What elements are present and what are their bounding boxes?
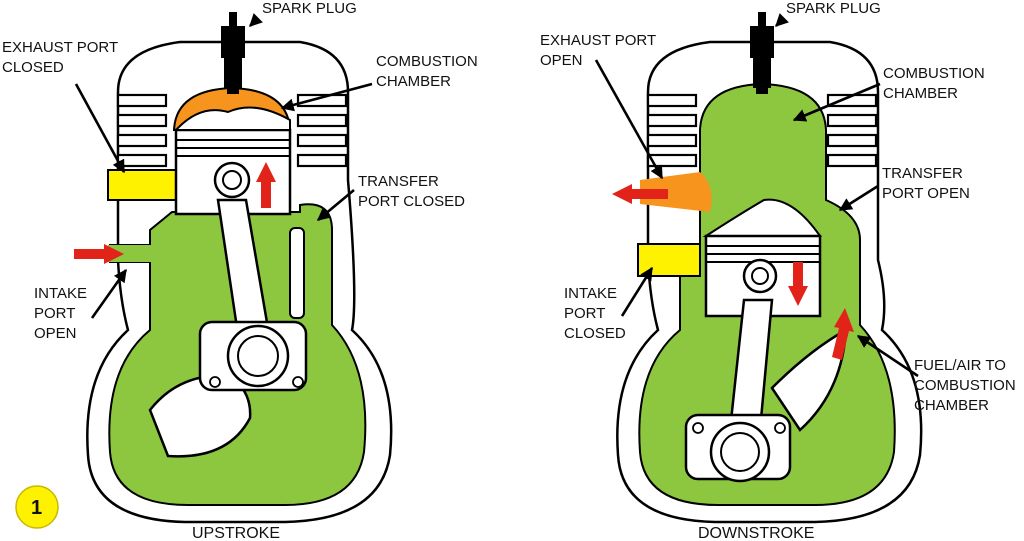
exhaust-port-label-line1: EXHAUST PORT [2, 39, 118, 56]
combustion-chamber-label-line2: CHAMBER [883, 85, 958, 102]
crank-big-end [198, 320, 308, 392]
downstroke-labels: SPARK PLUG EXHAUST PORT OPEN COMBUSTION … [540, 0, 1016, 541]
downstroke-engine [612, 12, 923, 524]
transfer-port-label-line2: PORT CLOSED [358, 193, 465, 210]
piston-direction-up-arrow [256, 162, 276, 208]
exhaust-port [107, 169, 177, 201]
exhaust-port-label-line1: EXHAUST PORT [540, 32, 656, 49]
spark-plug-label: SPARK PLUG [786, 0, 881, 17]
downstroke-caption: DOWNSTROKE [698, 525, 814, 541]
upstroke-labels: SPARK PLUG EXHAUST PORT CLOSED COMBUSTIO… [2, 0, 478, 541]
intake-port [637, 243, 701, 277]
piston-direction-down-arrow [788, 262, 808, 306]
transfer-port-label-line2: PORT OPEN [882, 185, 970, 202]
intake-port-label-line2: PORT [564, 305, 605, 322]
upstroke-engine [74, 12, 393, 524]
exhaust-port-label-line2: CLOSED [2, 59, 64, 76]
crank-big-end [684, 413, 792, 483]
spark-plug-icon [221, 12, 245, 94]
intake-port-label-line3: CLOSED [564, 325, 626, 342]
combustion-chamber-label-line2: CHAMBER [376, 73, 451, 90]
exhaust-flow-arrow [612, 184, 668, 204]
combustion-chamber-label-line1: COMBUSTION [883, 65, 985, 82]
intake-port-label-line1: INTAKE [564, 285, 617, 302]
transfer-port-label-line1: TRANSFER [882, 165, 963, 182]
figure-number-badge: 1 [15, 485, 59, 529]
crank-counterweight [148, 374, 252, 458]
fuel-air-label-line2: COMBUSTION [914, 377, 1016, 394]
intake-flow-arrow [74, 244, 124, 264]
cooling-fins-left [116, 93, 348, 168]
combustion-chamber-label-line1: COMBUSTION [376, 53, 478, 70]
fuel-air-label-line1: FUEL/AIR TO [914, 357, 1006, 374]
figure-number: 1 [31, 497, 42, 519]
exhaust-port-label-line2: OPEN [540, 52, 583, 69]
spark-plug-icon [750, 12, 774, 94]
spark-plug-label: SPARK PLUG [262, 0, 357, 17]
intake-port-label-line2: PORT [34, 305, 75, 322]
piston [173, 106, 292, 216]
fuel-air-flow-arrow [832, 308, 854, 360]
cooling-fins-right [646, 93, 878, 168]
exhaust-port [640, 172, 712, 212]
transfer-port-label-line1: TRANSFER [358, 173, 439, 190]
intake-port-label-line3: OPEN [34, 325, 77, 342]
transfer-passage [289, 227, 305, 319]
leader-lines [74, 13, 919, 378]
piston [702, 198, 822, 318]
upstroke-caption: UPSTROKE [192, 525, 280, 541]
intake-port-label-line1: INTAKE [34, 285, 87, 302]
fuel-air-label-line3: CHAMBER [914, 397, 989, 414]
intake-port [108, 245, 152, 262]
